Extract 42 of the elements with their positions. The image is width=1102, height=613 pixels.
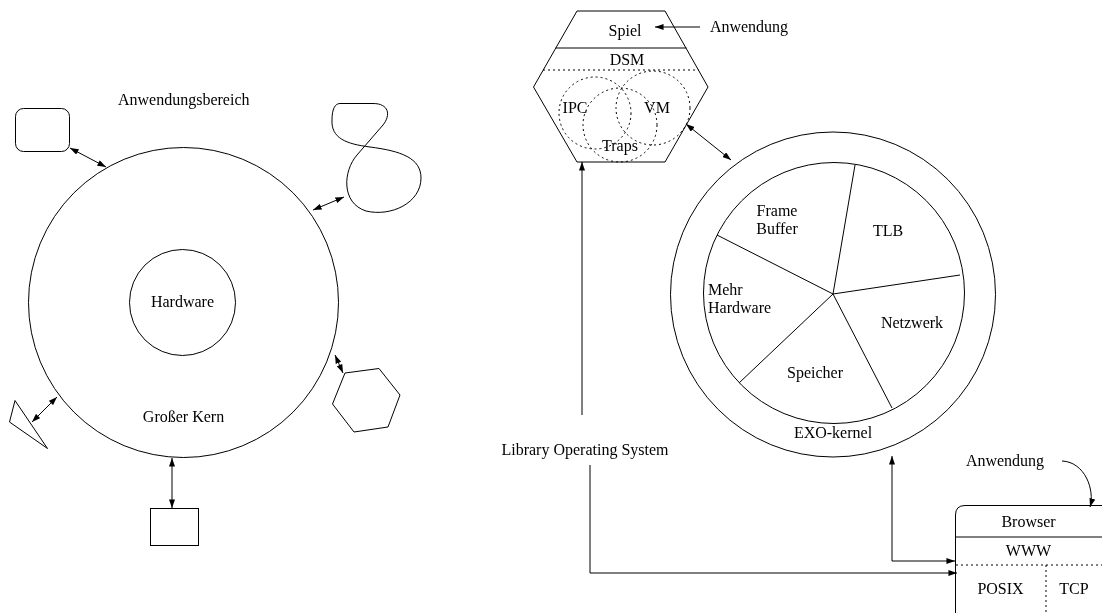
arrow — [589, 464, 958, 576]
area-label: Anwendungsbereich — [118, 91, 250, 109]
loop-shape — [331, 103, 422, 214]
node-label: Anwendung — [955, 450, 1055, 472]
double-arrow — [169, 457, 175, 509]
node-label: Großer Kern — [142, 407, 225, 426]
library-os-hexagon — [533, 10, 709, 163]
node-label: WWW — [955, 538, 1102, 564]
node-label: IPC — [560, 98, 590, 118]
node-label: Hardware — [150, 293, 215, 312]
double-arrow — [312, 196, 345, 211]
application-stack-box — [955, 505, 1102, 613]
node-label: Speicher — [778, 362, 852, 384]
node-label: Frame Buffer — [735, 198, 819, 242]
node-label: TLB — [868, 220, 908, 242]
hardware-circle — [129, 249, 236, 356]
kernel-circle — [28, 147, 339, 458]
double-arrow — [889, 455, 956, 564]
node-label: TCP — [1046, 566, 1102, 613]
exokernel-ring — [670, 133, 996, 456]
node-label: Anwendung — [700, 16, 798, 38]
node-label: Library Operating System — [478, 439, 692, 461]
arrow — [579, 161, 585, 416]
node-label: Spiel — [595, 14, 655, 48]
node-label: Browser — [955, 507, 1102, 537]
double-arrow — [334, 354, 344, 374]
node-label: POSIX — [955, 566, 1046, 613]
double-arrow — [685, 123, 732, 161]
node-label: VM — [640, 98, 674, 118]
arrow — [654, 24, 701, 30]
square — [150, 508, 199, 546]
node-label: DSM — [600, 50, 654, 70]
arrow — [1061, 460, 1095, 508]
triangle — [9, 400, 48, 449]
rounded-rectangle — [15, 108, 70, 152]
node-label: Traps — [596, 136, 644, 156]
double-arrow — [69, 147, 107, 168]
hexagon — [332, 368, 401, 433]
double-arrow — [31, 396, 58, 423]
node-label: EXO-kernel — [793, 423, 873, 442]
node-label: Mehr Hardware — [708, 277, 808, 321]
node-label: Netzwerk — [868, 312, 956, 334]
